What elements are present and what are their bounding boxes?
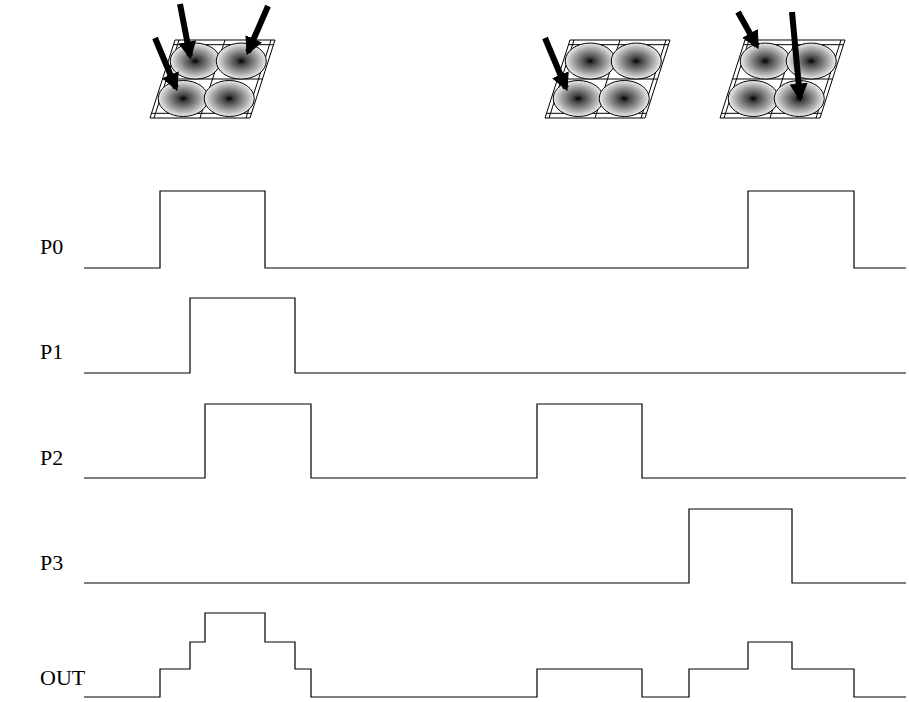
signal-name: OUT [40,667,85,689]
signal-name: P0 [40,236,63,258]
pulse-waveform [84,509,906,583]
pixel-spot [553,81,603,117]
pixel-spot [599,81,649,117]
pulse-waveform [84,404,906,478]
light-arrow [792,12,800,98]
pixel-grid [720,12,845,118]
pixel-spot [158,81,208,117]
light-arrow [738,12,757,46]
signal-name: P2 [40,447,63,469]
pixel-spot [740,43,790,79]
pulse-waveform [84,191,906,268]
pixel-grid [150,4,275,118]
light-arrow [155,38,176,88]
output-waveform [84,613,906,697]
pixel-spot [204,81,254,117]
pixel-grid [545,38,670,118]
signal-name: P1 [40,341,63,363]
pixel-spot [611,43,661,79]
signal-name: P3 [40,552,63,574]
pulse-waveform [84,298,906,373]
pixel-spot [216,43,266,79]
light-arrow [248,6,268,52]
pixel-spot [170,43,220,79]
light-arrow [545,38,566,88]
light-arrow [180,4,190,56]
pixel-spot [565,43,615,79]
pixel-spot [728,81,778,117]
